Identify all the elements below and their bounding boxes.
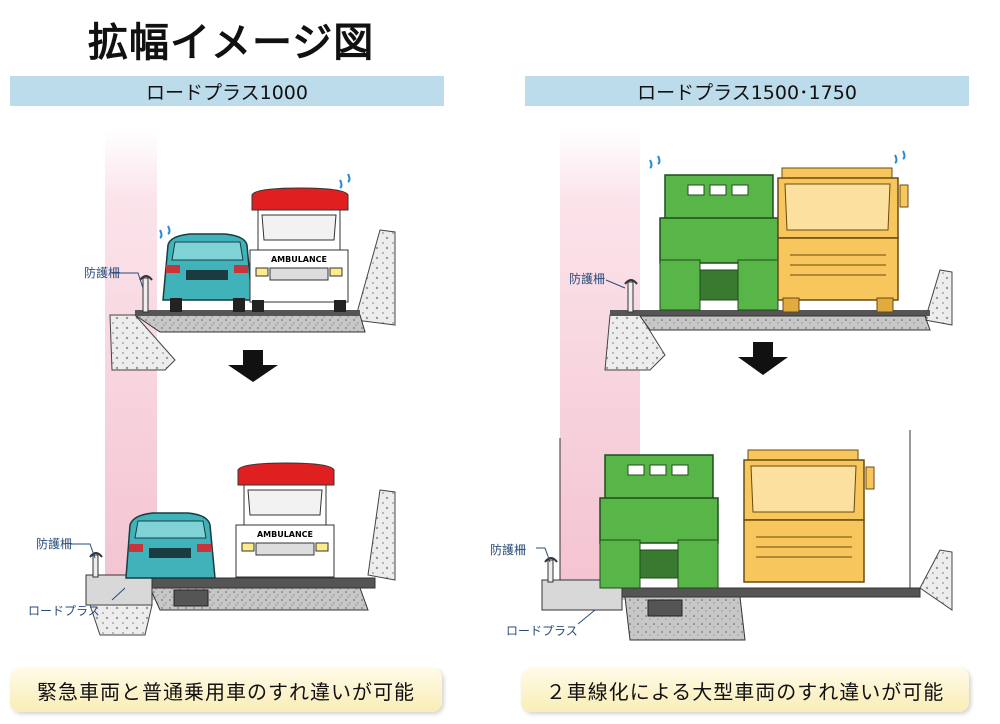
ambulance-top: AMBULANCE: [249, 187, 349, 312]
left-panel-header: ロードプラス1000: [10, 76, 444, 106]
tanker-truck-bottom: [743, 449, 875, 583]
passenger-car-bottom: [125, 512, 216, 579]
dump-truck-bottom: [599, 454, 719, 589]
guardrail-label-right-bottom: 防護柵: [490, 543, 527, 557]
right-panel-header: ロードプラス1500･1750: [525, 76, 969, 106]
roadplus-block-left: [85, 574, 153, 606]
ambulance-label-top: AMBULANCE: [271, 255, 327, 264]
dump-truck-top: [659, 174, 779, 311]
guardrail-post-top-left: [142, 277, 149, 313]
transition-arrow-right: [738, 342, 788, 375]
page-title: 拡幅イメージ図: [88, 20, 375, 66]
tanker-truck-top: [777, 167, 909, 313]
right-panel-illustration: [500, 110, 990, 660]
roadplus-label-right: ロードプラス: [506, 624, 578, 638]
left-caption: 緊急車両と普通乗用車のすれ違いが可能: [10, 668, 442, 712]
left-panel-illustration: AMBULANCE: [0, 110, 460, 660]
transition-arrow-left: [228, 350, 278, 382]
passenger-car-top: [162, 233, 253, 312]
roadplus-label-left: ロードプラス: [28, 604, 100, 618]
guardrail-label-left-bottom: 防護柵: [36, 537, 73, 551]
guardrail-label-right-top: 防護柵: [569, 272, 606, 286]
right-caption: ２車線化による大型車両のすれ違いが可能: [521, 668, 969, 712]
ambulance-bottom: AMBULANCE: [235, 462, 335, 578]
guardrail-label-left-top: 防護柵: [84, 266, 121, 280]
ambulance-label-bottom: AMBULANCE: [257, 530, 313, 539]
